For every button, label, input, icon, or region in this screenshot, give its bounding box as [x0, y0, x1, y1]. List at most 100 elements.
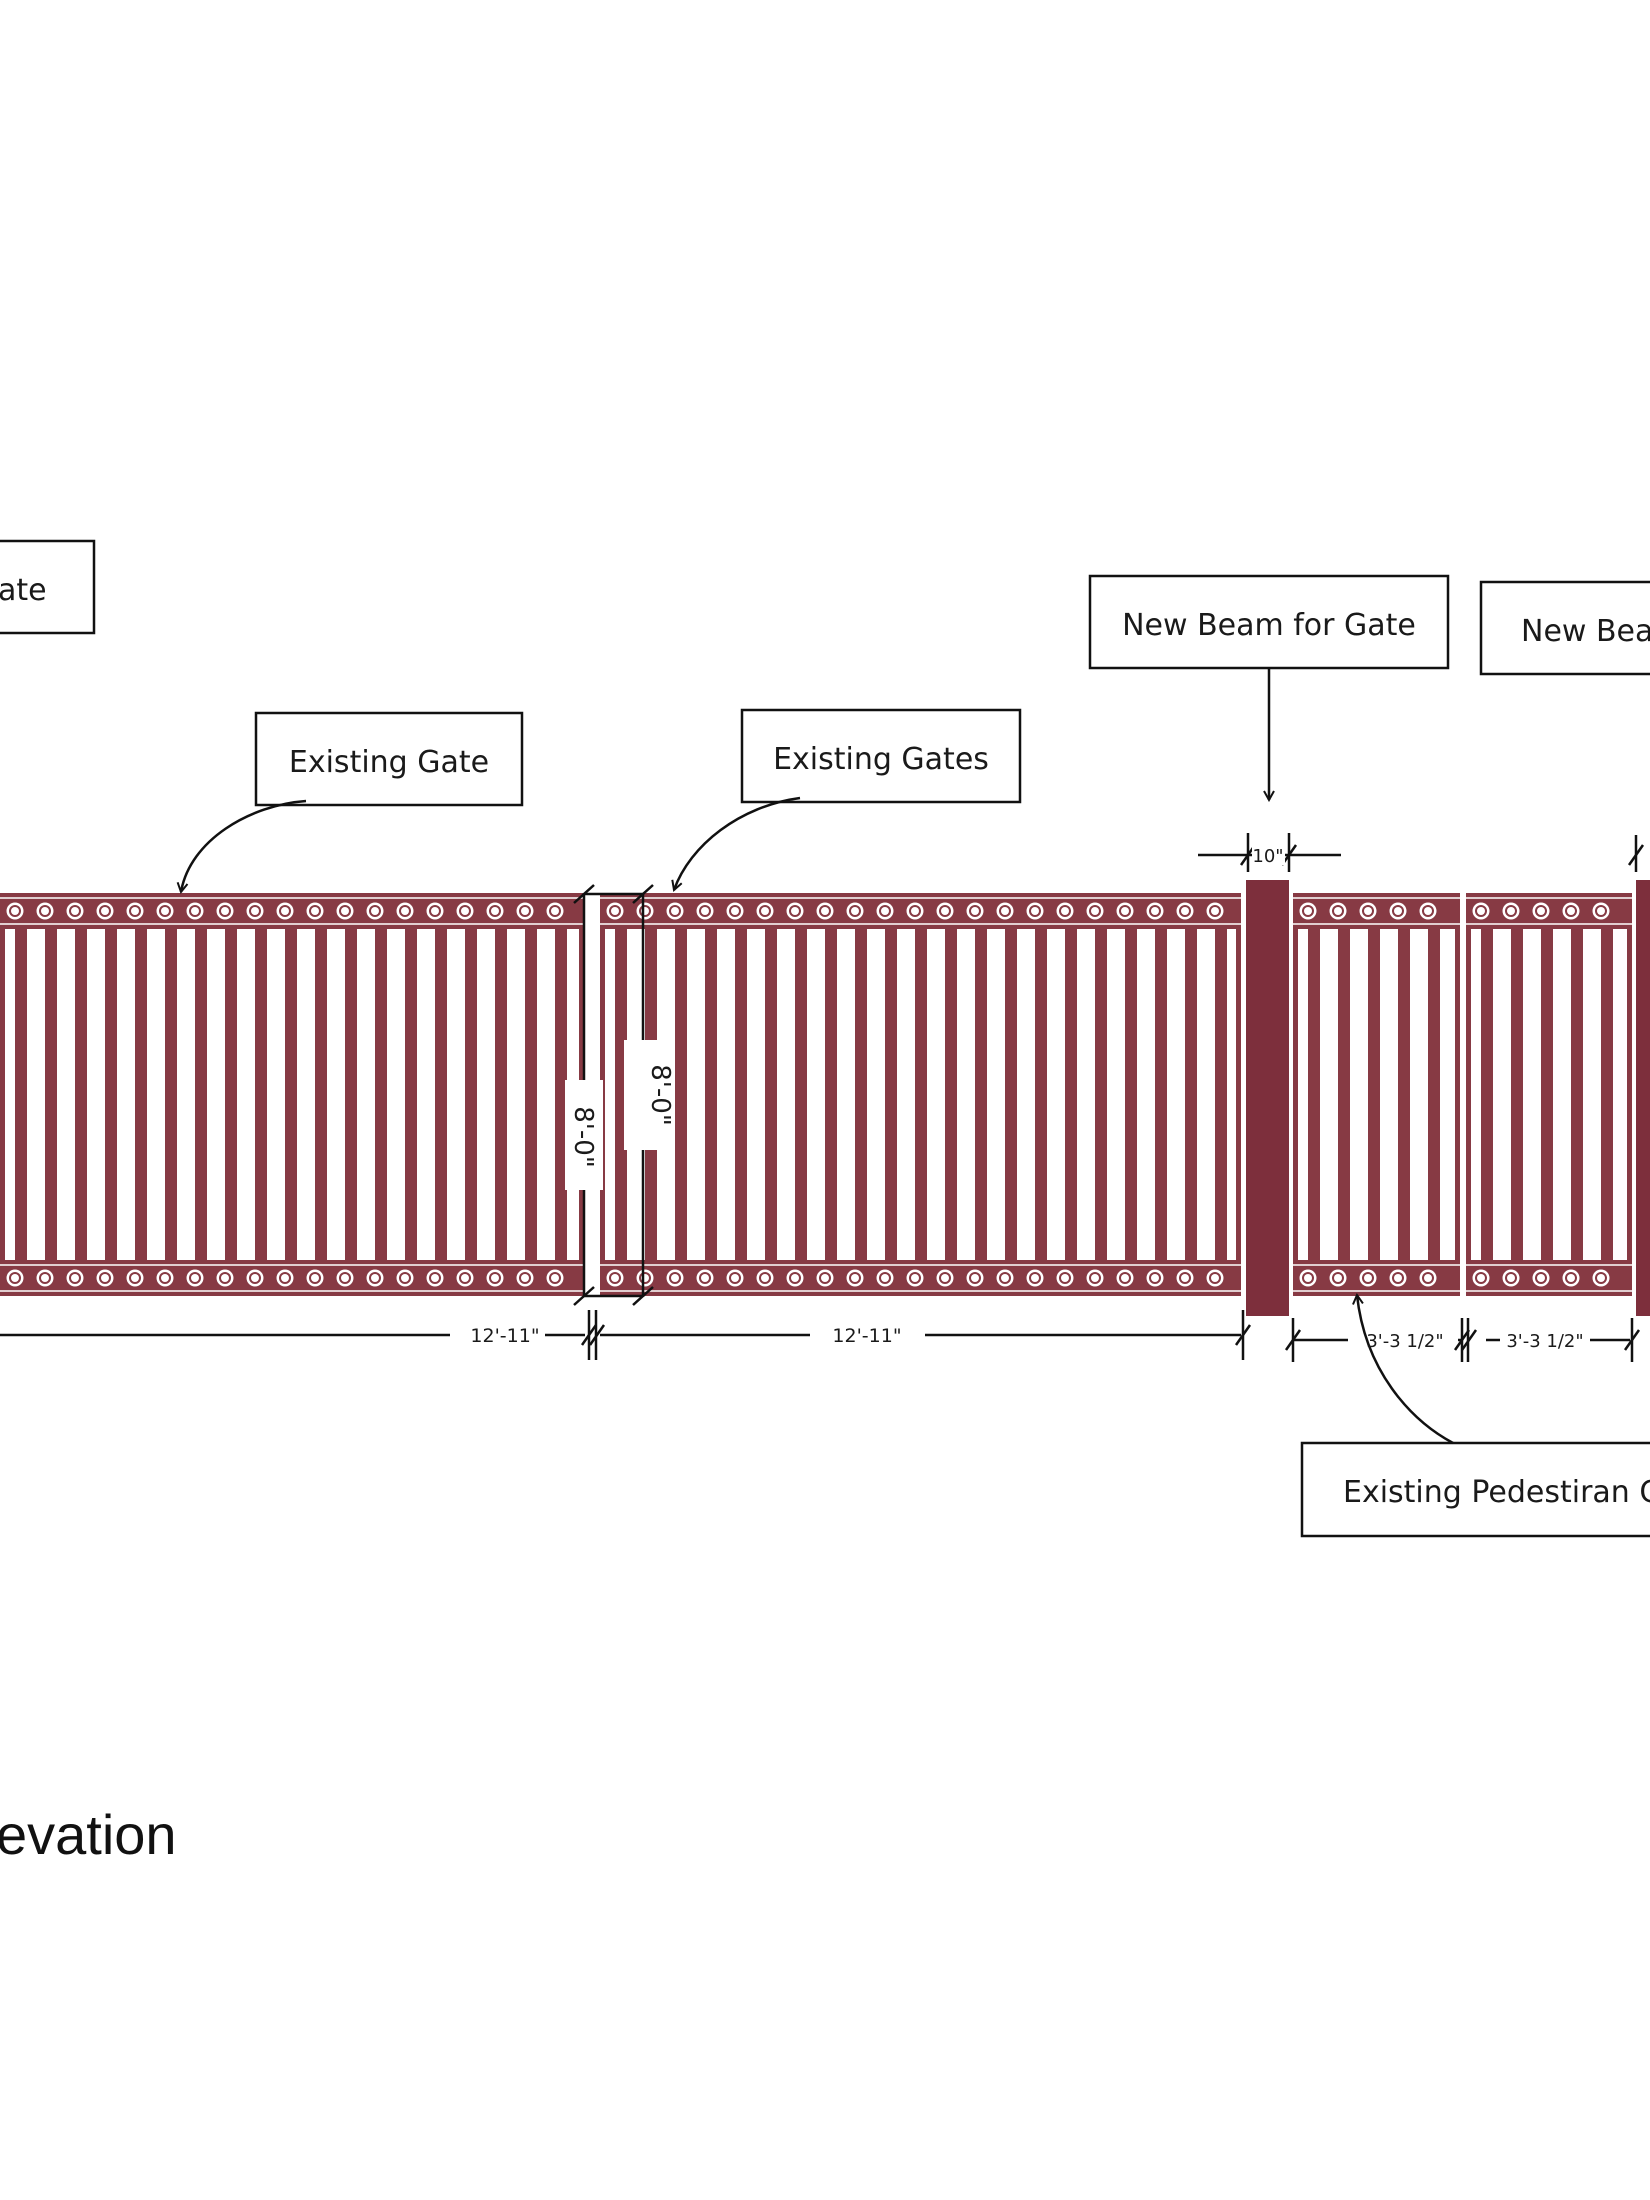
fence-panel-1-rail-ring-hole [161, 1274, 169, 1282]
pedestrian-gate-2-rail-ring-hole [1477, 907, 1485, 915]
fence-panel-1-rail-ring-hole [251, 907, 259, 915]
leader-existing-gates [674, 796, 801, 890]
fence-panel-1-rail-ring-hole [71, 907, 79, 915]
fence-panel-2-rail-ring-hole [851, 907, 859, 915]
svg-text:ate: ate [0, 573, 47, 608]
pedestrian-gate-2-rail-ring-hole [1507, 907, 1515, 915]
pedestrian-gate-1-rail-ring-hole [1334, 1274, 1342, 1282]
fence-panel-2-rail-ring-hole [941, 1274, 949, 1282]
fence-panel-2-rail-ring-hole [731, 907, 739, 915]
svg-text:Existing Pedestiran Ga: Existing Pedestiran Ga [1343, 1475, 1650, 1510]
fence-panel-2-rail-ring-hole [791, 907, 799, 915]
pedestrian-gate-2-rail-ring-hole [1567, 907, 1575, 915]
leader-pedestrian-gate [1357, 1295, 1454, 1445]
fence-panel-2-frame-right [1236, 893, 1241, 1296]
new-beam-post [1246, 880, 1289, 1316]
fence-panel-1-picket [345, 893, 357, 1296]
fence-panel-2-rail-ring-hole [1211, 1274, 1219, 1282]
fence-panel-2-picket [945, 893, 957, 1296]
pedestrian-gate-1-picket [1428, 893, 1440, 1296]
pedestrian-gate-2-rail-ring-hole [1507, 1274, 1515, 1282]
fence-panel-2-picket [705, 893, 717, 1296]
fence-panel-2-picket [825, 893, 837, 1296]
dim-ped-gate-1: 3'-3 1/2" [1366, 1331, 1443, 1352]
fence-panel-1-rail-ring-hole [221, 907, 229, 915]
fence-panel-1-rail-ring-hole [341, 907, 349, 915]
fence-panel-2-picket [1035, 893, 1047, 1296]
pedestrian-gate-2-rail-ring-hole [1537, 907, 1545, 915]
new-beam-post-right [1636, 880, 1650, 1316]
fence-panel-1-rail-ring-hole [461, 907, 469, 915]
pedestrian-gate-1-rail-ring-hole [1304, 1274, 1312, 1282]
fence-panel-1-picket [105, 893, 117, 1296]
fence-panel-1-picket [555, 893, 567, 1296]
leader-existing-gate [181, 799, 307, 892]
fence-panel-2-picket [795, 893, 807, 1296]
fence-panel-1-picket [165, 893, 177, 1296]
fence-panel-2-picket [1185, 893, 1197, 1296]
pedestrian-gate-2-picket [1511, 893, 1523, 1296]
fence-panel-2-rail-ring-hole [1061, 1274, 1069, 1282]
pedestrian-gate-1-picket [1368, 893, 1380, 1296]
fence-panel-2-rail-ring-hole [1031, 907, 1039, 915]
fence-panel-2-rail-ring-hole [881, 907, 889, 915]
pedestrian-gate-2-rail-ring-hole [1597, 1274, 1605, 1282]
callout-existing-pedestrian-gate: Existing Pedestiran Ga [1300, 1441, 1650, 1538]
fence-panel-1-rail-ring-hole [491, 1274, 499, 1282]
fence-panel-2-rail-ring-hole [1061, 907, 1069, 915]
fence-panel-1-picket [435, 893, 447, 1296]
pedestrian-gate-2-rail-ring-hole [1537, 1274, 1545, 1282]
fence-panel-2-rail-ring-hole [1001, 1274, 1009, 1282]
pedestrian-gate-1-rail-ring-hole [1394, 1274, 1402, 1282]
fence-panel-2-rail-ring-hole [1121, 1274, 1129, 1282]
fence-panel-1-rail-ring-hole [191, 1274, 199, 1282]
fence-panel-1-rail-ring-hole [551, 1274, 559, 1282]
fence-panel-2-rail-ring-hole [1091, 1274, 1099, 1282]
drawing-title: evation [0, 1803, 177, 1866]
fence-panel-1-rail-ring-hole [461, 1274, 469, 1282]
fence-panel-1-picket [75, 893, 87, 1296]
fence-panel-2-rail-ring-hole [1031, 1274, 1039, 1282]
fence-panel-1-picket [465, 893, 477, 1296]
pedestrian-gate-1-frame-right [1455, 893, 1460, 1296]
fence-panel-2-rail-ring-hole [761, 907, 769, 915]
fence-panel-1-rail-ring-hole [101, 1274, 109, 1282]
pedestrian-gate-1-picket [1308, 893, 1320, 1296]
fence-panel-1-rail-ring-hole [131, 907, 139, 915]
callout-gate-partial: ate [0, 539, 96, 635]
pedestrian-gate-2-frame-right [1627, 893, 1632, 1296]
fence-panel-1-rail-ring-hole [41, 1274, 49, 1282]
fence-panel-1-rail-ring-hole [401, 1274, 409, 1282]
fence-panel-1-rail-ring-hole [521, 907, 529, 915]
fence-panel-2-picket [1155, 893, 1167, 1296]
fence-panel-1-rail-ring-hole [371, 1274, 379, 1282]
fence-panel-2-rail-ring-hole [971, 907, 979, 915]
dim-panel-2: 12'-11" [832, 1325, 901, 1347]
fence-panel-1-rail-ring-hole [41, 907, 49, 915]
dim-ped-gate-2: 3'-3 1/2" [1506, 1331, 1583, 1352]
fence-panel-1-picket [495, 893, 507, 1296]
fence-panel-2-rail-ring-hole [911, 1274, 919, 1282]
pedestrian-gate-2-rail-ring-hole [1477, 1274, 1485, 1282]
pedestrian-gate-1-picket [1338, 893, 1350, 1296]
fence-panel-2-rail-ring-hole [791, 1274, 799, 1282]
fence-panel-2-rail-ring-hole [821, 907, 829, 915]
fence-panel-1-picket [405, 893, 417, 1296]
pedestrian-gate-1-rail-ring-hole [1364, 907, 1372, 915]
fence-panel-2-picket [765, 893, 777, 1296]
fence-panel-2-rail-ring-hole [611, 907, 619, 915]
fence-panel-2-picket [885, 893, 897, 1296]
pedestrian-gate-1-rail-ring-hole [1424, 1274, 1432, 1282]
fence-panel-1-rail-ring-hole [161, 907, 169, 915]
fence-panel-2-rail-ring-hole [1181, 1274, 1189, 1282]
pedestrian-gate-2-picket [1541, 893, 1553, 1296]
pedestrian-gate-1-rail-ring-hole [1334, 907, 1342, 915]
fence-panel-1-rail-ring-hole [281, 907, 289, 915]
pedestrian-gate-1-rail-ring-hole [1394, 907, 1402, 915]
pedestrian-gate-1-rail-ring-hole [1364, 1274, 1372, 1282]
fence-panel-2-rail-ring-hole [671, 907, 679, 915]
dim-height-right: 8'-0" [645, 1064, 675, 1126]
fence-panel-2-rail-ring-hole [611, 1274, 619, 1282]
fence-panel-1-rail-ring-hole [251, 1274, 259, 1282]
